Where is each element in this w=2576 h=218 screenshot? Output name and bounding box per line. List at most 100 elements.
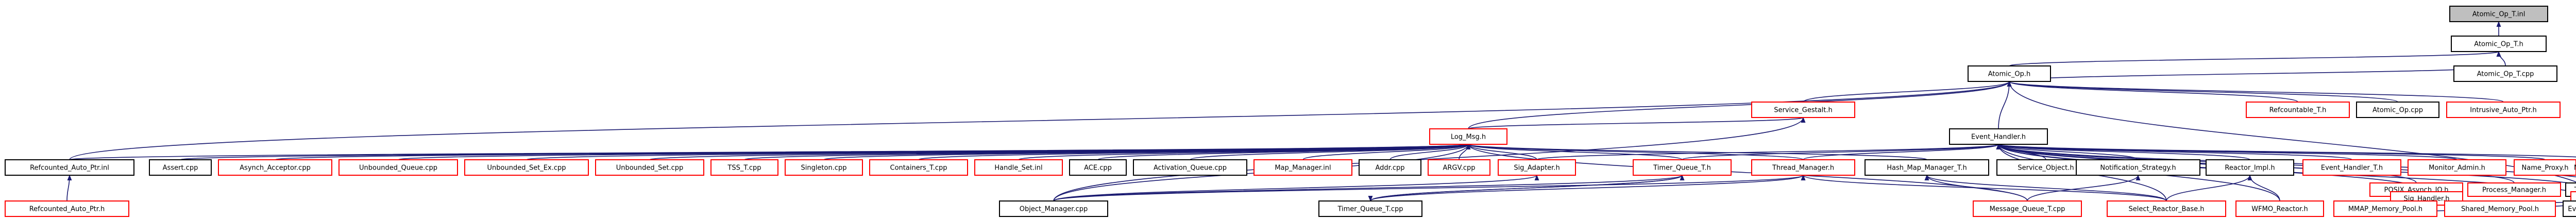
- node-label: Log_Msg.h: [1451, 133, 1486, 141]
- file-node-event-handler-t-h[interactable]: Event_Handler_T.h: [2302, 159, 2401, 176]
- file-node-event-handler-h[interactable]: Event_Handler.h: [1949, 128, 2048, 145]
- node-box: [1429, 128, 1507, 145]
- file-node-timer-queue-t-cpp[interactable]: Timer_Queue_T.cpp: [1318, 200, 1422, 217]
- include-edge: [2007, 80, 2576, 183]
- file-node-refcounted-auto-ptr-h[interactable]: Refcounted_Auto_Ptr.h: [5, 200, 129, 217]
- node-label: ARGV.cpp: [1443, 164, 1475, 172]
- node-label: Hash_Map_Manager_T.h: [1887, 164, 1967, 172]
- file-nodes: Atomic_Op_T.inlAtomic_Op_T.hAtomic_Op_T.…: [5, 6, 2576, 217]
- node-box: [1949, 128, 2048, 145]
- node-label: Select_Reactor_Base.h: [2128, 206, 2204, 213]
- include-edge: [1536, 143, 2001, 160]
- file-node-atomic-op-h[interactable]: Atomic_Op.h: [1968, 65, 2051, 82]
- file-node-activation-queue-cpp[interactable]: Activation_Queue.cpp: [1133, 159, 1247, 176]
- file-node-atomic-op-cpp[interactable]: Atomic_Op.cpp: [2356, 102, 2439, 118]
- file-node-handle-set-inl[interactable]: Handle_Set.inl: [974, 159, 1063, 176]
- file-node-unbounded-queue-cpp[interactable]: Unbounded_Queue.cpp: [338, 159, 458, 176]
- include-edge: [1370, 174, 1806, 202]
- file-node-ace-cpp[interactable]: ACE.cpp: [1069, 159, 1127, 176]
- node-label: Unbounded_Queue.cpp: [359, 164, 437, 172]
- file-node-name-proxy-h[interactable]: Name_Proxy.h: [2514, 159, 2576, 176]
- node-box: [1865, 159, 1989, 176]
- node-box: [2356, 102, 2439, 118]
- node-label: Asynch_Acceptor.cpp: [240, 164, 311, 172]
- file-node-thread-manager-h[interactable]: Thread_Manager.h: [1751, 159, 1855, 176]
- node-box: [2563, 200, 2576, 217]
- file-node-argv-cpp[interactable]: ARGV.cpp: [1428, 159, 1490, 176]
- include-edge: [1998, 80, 2012, 129]
- node-box: [1751, 102, 1855, 118]
- file-node-atomic-op-t-h[interactable]: Atomic_Op_T.h: [2451, 36, 2547, 52]
- file-node-event-handler-cpp[interactable]: Event_Handler.cpp: [2563, 200, 2576, 217]
- file-node-reactor-h[interactable]: Reactor.h: [2570, 191, 2576, 206]
- include-edge: [1466, 143, 1537, 160]
- file-node-refcounted-auto-ptr-inl[interactable]: Refcounted_Auto_Ptr.inl: [5, 159, 134, 176]
- file-node-intrusive-auto-ptr-h[interactable]: Intrusive_Auto_Ptr.h: [2446, 102, 2561, 118]
- file-node-object-manager-cpp[interactable]: Object_Manager.cpp: [999, 200, 1108, 217]
- file-node-timer-queue-t-h[interactable]: Timer_Queue_T.h: [1633, 159, 1732, 176]
- node-box: [2333, 200, 2437, 217]
- file-node-asynch-acceptor-cpp[interactable]: Asynch_Acceptor.cpp: [218, 159, 332, 176]
- node-box: [2302, 159, 2401, 176]
- include-edge: [69, 80, 2011, 160]
- file-node-hash-map-manager-t-h[interactable]: Hash_Map_Manager_T.h: [1865, 159, 1989, 176]
- include-edge: [1996, 143, 2576, 158]
- file-node-notification-strategy-h[interactable]: Notification_Strategy.h: [2076, 159, 2200, 176]
- node-box: [2107, 200, 2226, 217]
- node-box: [2449, 6, 2548, 22]
- node-box: [5, 200, 129, 217]
- include-edge: [1097, 143, 1470, 160]
- file-node-mmap-memory-pool-h[interactable]: MMAP_Memory_Pool.h: [2333, 200, 2437, 217]
- node-label: Object_Manager.cpp: [1020, 206, 1088, 213]
- node-label: Atomic_Op_T.inl: [2472, 11, 2526, 19]
- file-node-shared-memory-pool-h[interactable]: Shared_Memory_Pool.h: [2444, 200, 2556, 217]
- node-box: [1633, 159, 1732, 176]
- include-edge: [1803, 143, 2001, 160]
- file-node-map-manager-inl[interactable]: Map_Manager.inl: [1253, 159, 1352, 176]
- node-box: [218, 159, 332, 176]
- node-label: Refcounted_Auto_Ptr.inl: [30, 164, 109, 172]
- file-node-unbounded-set-cpp[interactable]: Unbounded_Set.cpp: [595, 159, 704, 176]
- file-node-reactor-impl-h[interactable]: Reactor_Impl.h: [2206, 159, 2294, 176]
- node-box: [2446, 102, 2561, 118]
- node-box: [1973, 200, 2082, 217]
- node-box: [710, 159, 778, 176]
- file-node-atomic-op-t-cpp[interactable]: Atomic_Op_T.cpp: [2453, 65, 2557, 82]
- file-node-service-gestalt-h[interactable]: Service_Gestalt.h: [1751, 102, 1855, 118]
- node-label: Timer_Queue_T.cpp: [1337, 206, 1403, 213]
- node-box: [974, 159, 1063, 176]
- file-node-wfmo-reactor-h[interactable]: WFMO_Reactor.h: [2235, 200, 2324, 217]
- include-edge: [66, 174, 72, 202]
- file-node-select-reactor-base-h[interactable]: Select_Reactor_Base.h: [2107, 200, 2226, 217]
- file-node-process-manager-h[interactable]: Process_Manager.h: [2467, 182, 2561, 197]
- node-label: Atomic_Op.cpp: [2372, 107, 2423, 114]
- file-node-log-msg-h[interactable]: Log_Msg.h: [1429, 128, 1507, 145]
- file-node-notification-queue-h[interactable]: Notification_Queue.h: [2574, 160, 2576, 175]
- file-node-assert-cpp[interactable]: Assert.cpp: [149, 159, 212, 176]
- file-node-unbounded-set-ex-cpp[interactable]: Unbounded_Set_Ex.cpp: [464, 159, 589, 176]
- node-label: Process_Manager.h: [2482, 187, 2546, 194]
- node-label: Intrusive_Auto_Ptr.h: [2470, 107, 2536, 114]
- file-node-singleton-cpp[interactable]: Singleton.cpp: [785, 159, 863, 176]
- include-edge: [1803, 80, 2012, 103]
- node-box: [2235, 200, 2324, 217]
- node-label: Atomic_Op.h: [1988, 71, 2031, 78]
- node-label: Service_Gestalt.h: [1774, 107, 1833, 114]
- include-edge: [1466, 143, 1683, 160]
- file-node-containers-t-cpp[interactable]: Containers_T.cpp: [869, 159, 968, 176]
- node-box: [2451, 36, 2547, 52]
- node-label: Event_Handler_T.h: [2321, 164, 2383, 172]
- node-label: Message_Queue_T.cpp: [1990, 206, 2065, 213]
- file-node-tss-t-cpp[interactable]: TSS_T.cpp: [710, 159, 778, 176]
- include-edge: [1190, 143, 1471, 160]
- node-box: [2444, 200, 2556, 217]
- file-node-refcountable-t-h[interactable]: Refcountable_T.h: [2246, 102, 2350, 118]
- include-edge: [2027, 174, 2141, 202]
- node-label: ACE.cpp: [1084, 164, 1112, 172]
- node-box: [2514, 159, 2576, 176]
- file-node-sig-adapter-h[interactable]: Sig_Adapter.h: [1498, 159, 1576, 176]
- file-node-monitor-admin-h[interactable]: Monitor_Admin.h: [2408, 159, 2506, 176]
- file-node-message-queue-t-cpp[interactable]: Message_Queue_T.cpp: [1973, 200, 2082, 217]
- node-box: [338, 159, 458, 176]
- file-node-addr-cpp[interactable]: Addr.cpp: [1359, 159, 1421, 176]
